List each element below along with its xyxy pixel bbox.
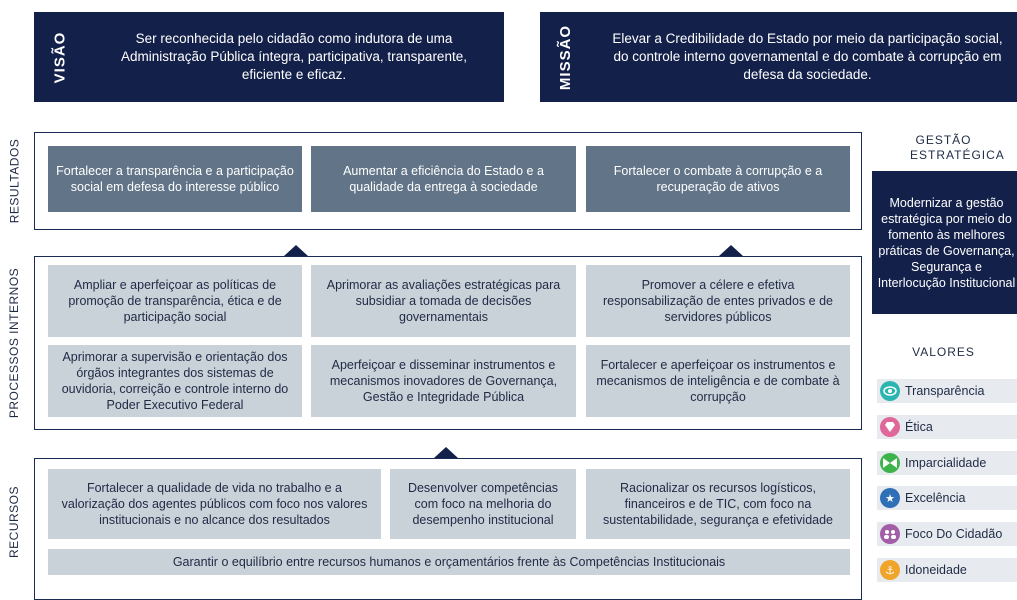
valor-label: Ética	[905, 420, 933, 434]
arrow-up-1	[284, 245, 308, 256]
star-icon: ★	[880, 488, 900, 508]
diamond-icon	[880, 417, 900, 437]
resultados-side-label: RESULTADOS	[7, 138, 22, 224]
gestao-box: Modernizar a gestão estratégica por meio…	[872, 171, 1017, 314]
missao-text: Elevar a Credibilidade do Estado por mei…	[612, 31, 1003, 82]
missao-box: MISSÃO Elevar a Credibilidade do Estado …	[540, 12, 1017, 102]
gestao-text: Modernizar a gestão estratégica por meio…	[877, 195, 1016, 290]
missao-label: MISSÃO	[557, 24, 575, 90]
valor-etica: Ética	[877, 415, 1017, 439]
valor-label: Foco Do Cidadão	[905, 527, 1003, 541]
processos-card-3: Promover a célere e efetiva responsabili…	[586, 265, 850, 337]
visao-label: VISÃO	[51, 31, 69, 83]
recursos-side-label: RECURSOS	[7, 485, 22, 559]
visao-label-wrap: VISÃO	[42, 12, 78, 102]
recursos-footer: Garantir o equilíbrio entre recursos hum…	[48, 549, 850, 575]
processos-card-5: Aperfeiçoar e disseminar instrumentos e …	[311, 345, 576, 417]
valor-label: Transparência	[905, 384, 985, 398]
resultados-section: Fortalecer a transparência e a participa…	[34, 132, 862, 230]
eye-icon	[880, 381, 900, 401]
anchor-icon: ⚓	[880, 560, 900, 580]
resultados-card-1: Fortalecer a transparência e a participa…	[48, 146, 302, 212]
recursos-card-3: Racionalizar os recursos logísticos, fin…	[586, 469, 850, 539]
processos-card-4: Aprimorar a supervisão e orientação dos …	[48, 345, 302, 417]
resultados-card-3: Fortalecer o combate à corrupção e a rec…	[586, 146, 850, 212]
recursos-card-1: Fortalecer a qualidade de vida no trabal…	[48, 469, 381, 539]
valor-label: Idoneidade	[905, 563, 967, 577]
arrow-up-3	[434, 447, 458, 458]
valor-transparencia: Transparência	[877, 379, 1017, 403]
valores-title: VALORES	[912, 345, 975, 359]
people-icon	[880, 524, 900, 544]
valor-imparcialidade: Imparcialidade	[877, 451, 1017, 475]
recursos-section: Fortalecer a qualidade de vida no trabal…	[34, 458, 862, 600]
arrow-up-2	[719, 245, 743, 256]
processos-card-2: Aprimorar as avaliações estratégicas par…	[311, 265, 576, 337]
processos-card-1: Ampliar e aperfeiçoar as políticas de pr…	[48, 265, 302, 337]
valor-foco-cidadao: Foco Do Cidadão	[877, 522, 1017, 546]
valor-label: Excelência	[905, 491, 966, 505]
bowtie-icon	[880, 453, 900, 473]
gestao-title: GESTÃO ESTRATÉGICA	[910, 133, 1005, 162]
valor-excelencia: ★ Excelência	[877, 486, 1017, 510]
valor-label: Imparcialidade	[905, 456, 987, 470]
resultados-card-2: Aumentar a eficiência do Estado e a qual…	[311, 146, 576, 212]
processos-card-6: Fortalecer e aperfeiçoar os instrumentos…	[586, 345, 850, 417]
processos-side-label: PROCESSOS INTERNOS	[7, 267, 22, 419]
visao-text: Ser reconhecida pelo cidadão como induto…	[121, 31, 467, 82]
visao-box: VISÃO Ser reconhecida pelo cidadão como …	[34, 12, 504, 102]
processos-section: Ampliar e aperfeiçoar as políticas de pr…	[34, 256, 862, 430]
missao-label-wrap: MISSÃO	[548, 12, 584, 102]
recursos-card-2: Desenvolver competências com foco na mel…	[390, 469, 576, 539]
valor-idoneidade: ⚓ Idoneidade	[877, 558, 1017, 582]
